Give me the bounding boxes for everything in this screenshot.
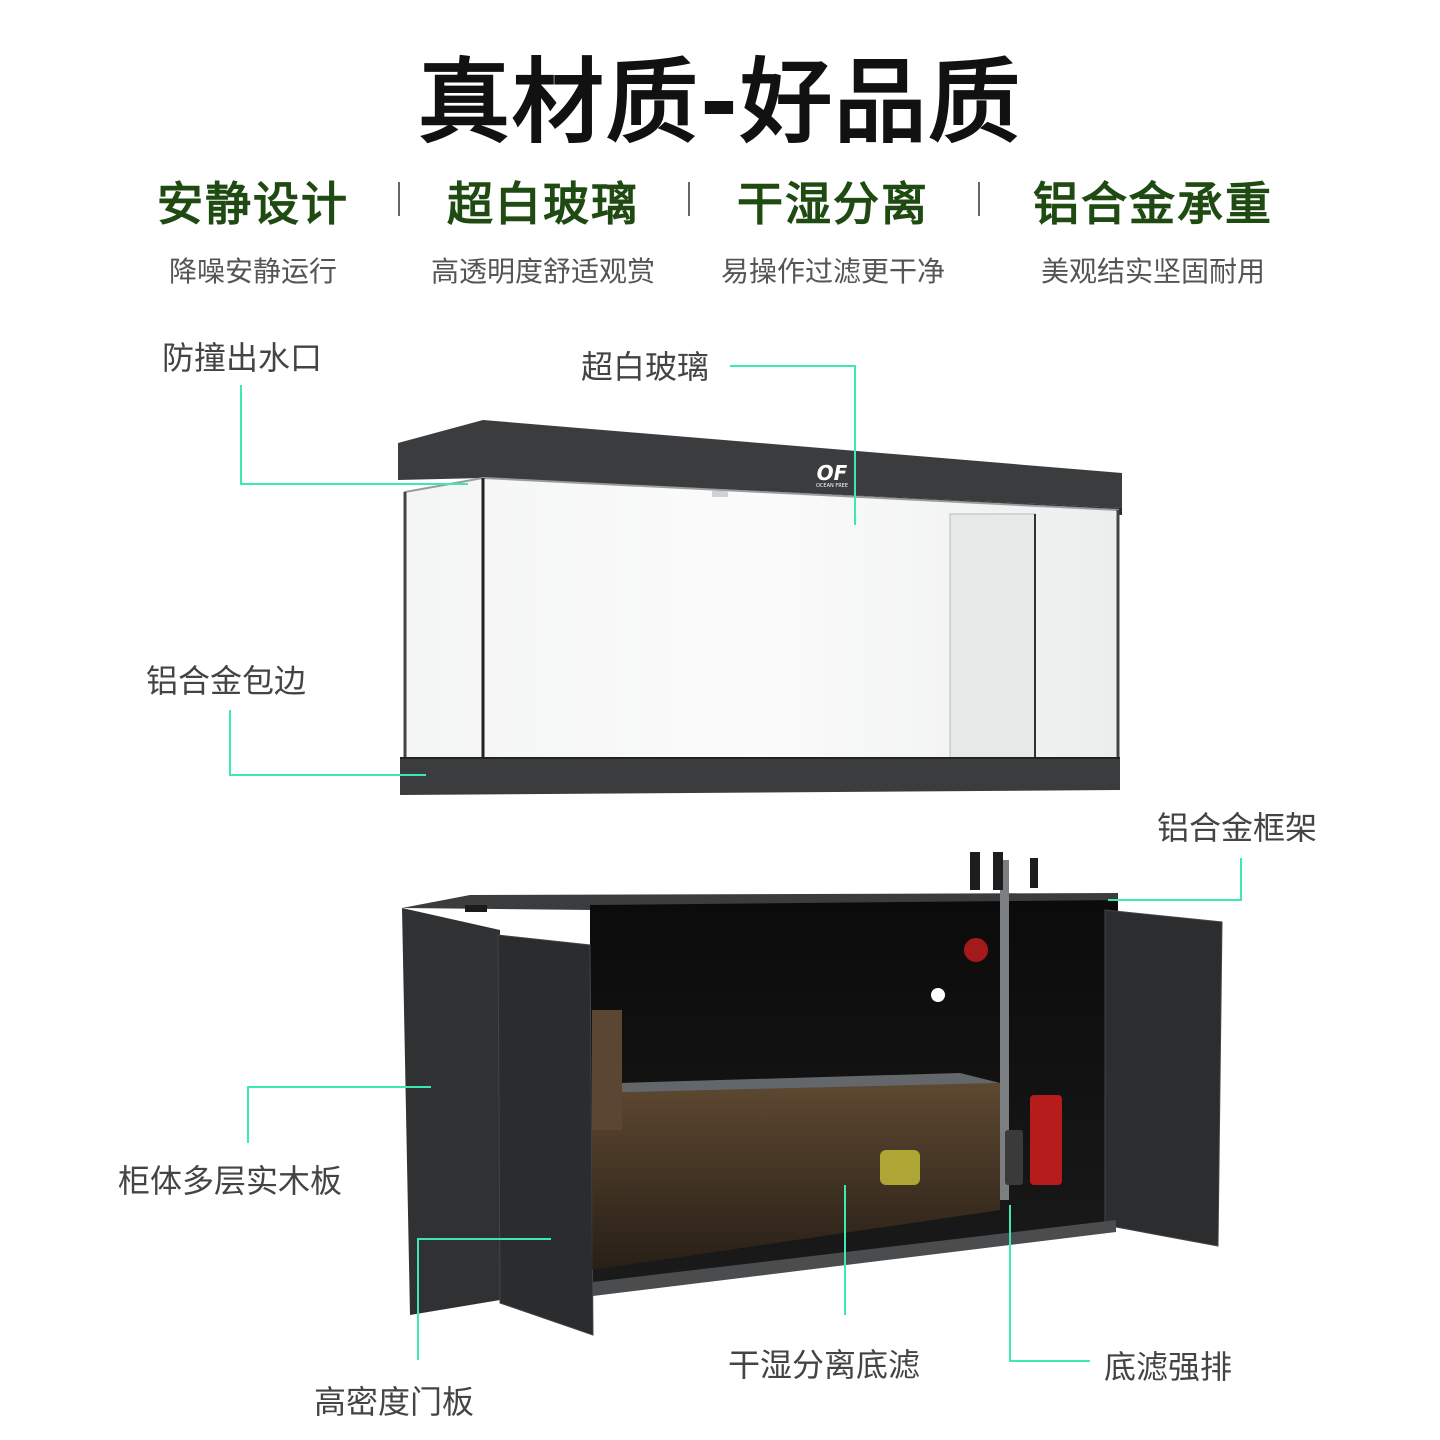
divider — [398, 182, 400, 216]
feature-glass: 超白玻璃 高透明度舒适观赏 — [393, 168, 693, 290]
brand-logo: OF — [817, 461, 848, 485]
brand-logo-text: OCEAN FREE — [816, 483, 848, 489]
callout-edge: 铝合金包边 — [146, 662, 307, 700]
callout-glass: 超白玻璃 — [581, 348, 710, 386]
feature-separation: 干湿分离 易操作过滤更干净 — [683, 168, 983, 290]
divider — [688, 182, 690, 216]
callout-door: 高密度门板 — [314, 1383, 475, 1421]
callout-drain: 底滤强排 — [1104, 1348, 1233, 1386]
feature-sub: 易操作过滤更干净 — [720, 255, 945, 288]
callout-frame: 铝合金框架 — [1157, 809, 1318, 847]
feature-quiet: 安静设计 降噪安静运行 — [103, 168, 403, 290]
feature-heading: 铝合金承重 — [1033, 177, 1273, 231]
page-title: 真材质-好品质 — [417, 49, 1023, 156]
feature-aluminum: 铝合金承重 美观结实坚固耐用 — [1003, 168, 1303, 290]
feature-sub: 美观结实坚固耐用 — [1040, 255, 1265, 288]
leader-lines — [229, 365, 1242, 1362]
callout-sump: 干湿分离底滤 — [728, 1346, 921, 1384]
feature-heading: 干湿分离 — [737, 177, 929, 231]
feature-sub: 降噪安静运行 — [168, 255, 337, 288]
feature-heading: 超白玻璃 — [447, 177, 639, 231]
cabinet — [402, 852, 1223, 1336]
feature-heading: 安静设计 — [157, 177, 349, 231]
callout-board: 柜体多层实木板 — [118, 1162, 343, 1200]
callout-outlet: 防撞出水口 — [162, 339, 323, 377]
tank — [398, 420, 1122, 795]
divider — [978, 182, 980, 216]
feature-sub: 高透明度舒适观赏 — [430, 255, 655, 288]
